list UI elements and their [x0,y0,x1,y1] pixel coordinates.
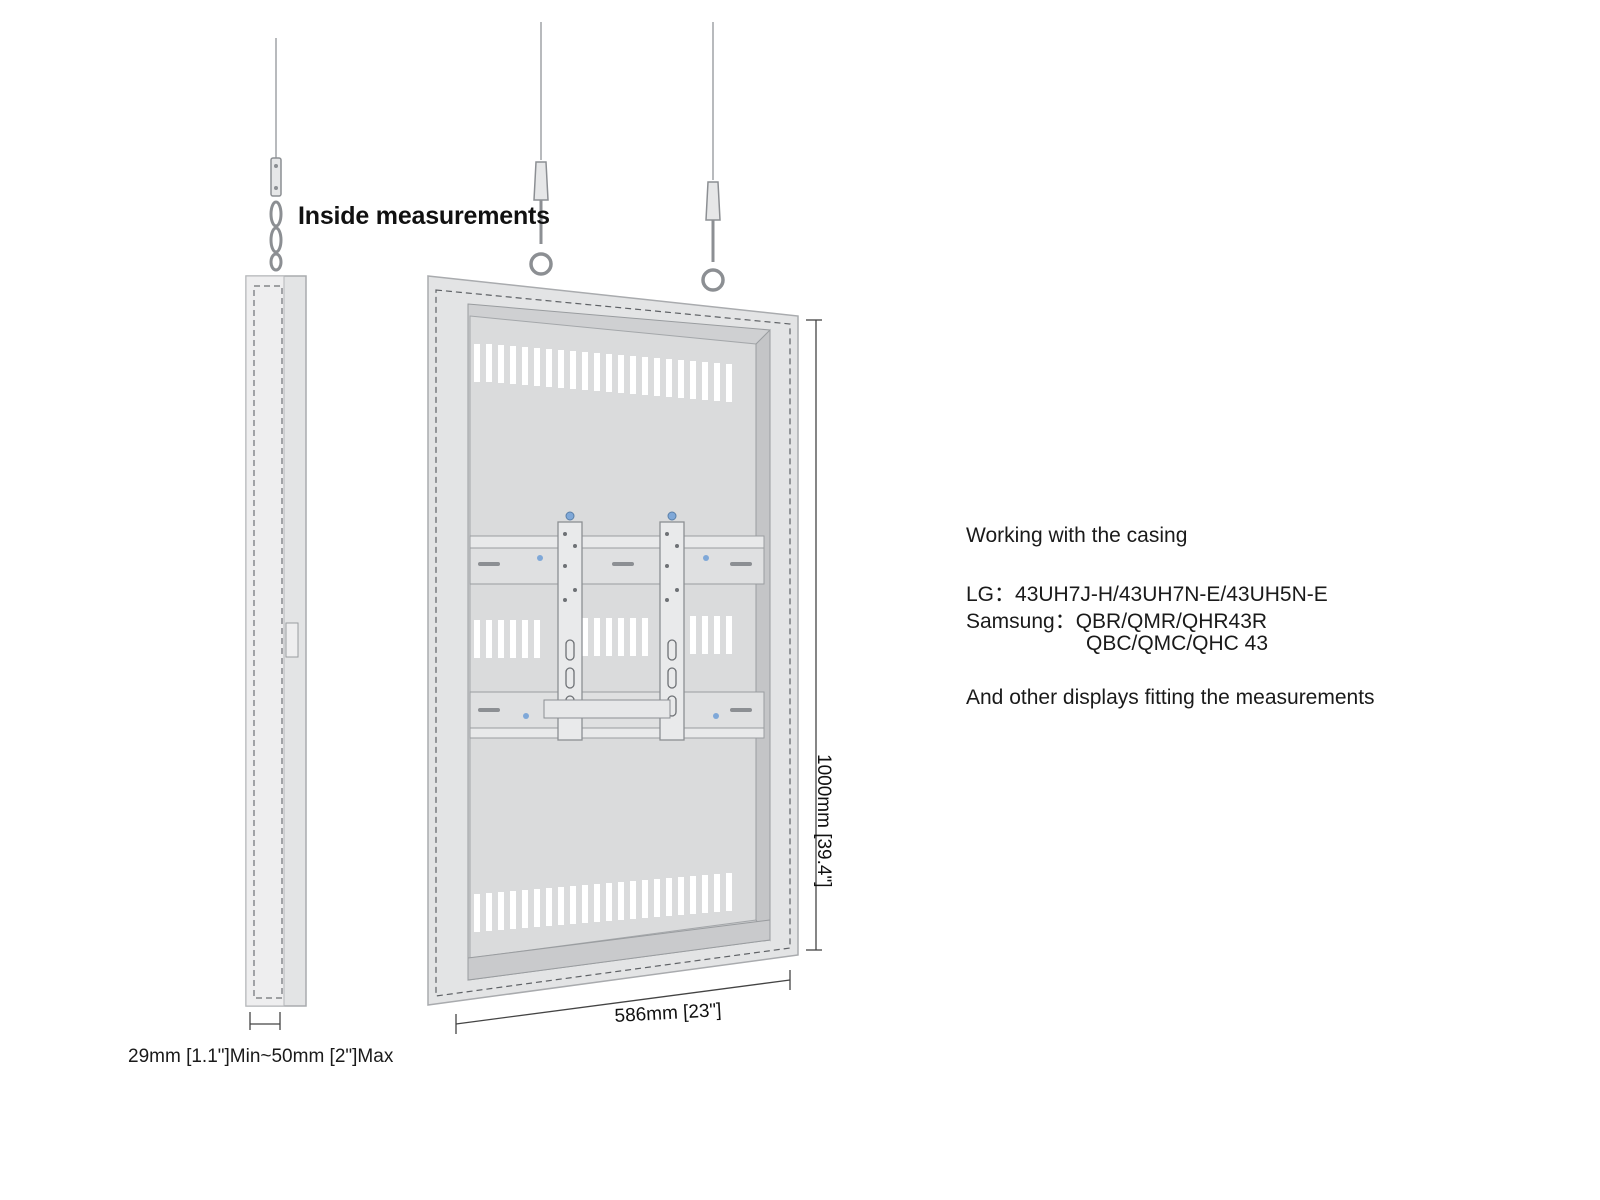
front-view [427,22,822,1034]
compatibility-samsung-line1: Samsung：QBR/QMR/QHR43R [966,610,1268,633]
depth-dimension-label: 29mm [1.1"]Min~50mm [2"]Max [128,1046,394,1067]
casing-outer-dashed [435,289,791,997]
vesa-bracket-right [659,511,685,741]
side-chain-link [269,200,283,272]
vent-slots-bottom [474,873,732,932]
compatibility-other: And other displays fitting the measureme… [966,686,1375,709]
turnbuckle-left [529,161,553,276]
mounting-rail-upper [469,535,765,585]
side-latch [285,622,299,658]
turnbuckle-right [701,181,725,292]
height-dimension-line [806,319,822,951]
bracket-crossbar [543,699,671,719]
inner-side-wall [755,328,771,942]
vent-slots-middle [474,616,732,658]
compatibility-lg: LG：43UH7J-H/43UH7N-E/43UH5N-E [966,583,1328,606]
side-inner-dashed [253,285,283,999]
compatibility-samsung-line2: QBC/QMC/QHC 43 [1086,632,1269,655]
vent-slots-top [474,344,732,402]
side-view [245,38,307,1030]
width-dimension-line [455,970,791,1034]
height-dimension-label: 1000mm [39.4"] [813,754,834,888]
diagram-title: Inside measurements [298,202,550,230]
casing-bottom-lip [467,919,771,981]
depth-dimension-line [249,1012,281,1030]
compatibility-heading: Working with the casing [966,524,1188,547]
side-cable-clamp [270,157,282,197]
